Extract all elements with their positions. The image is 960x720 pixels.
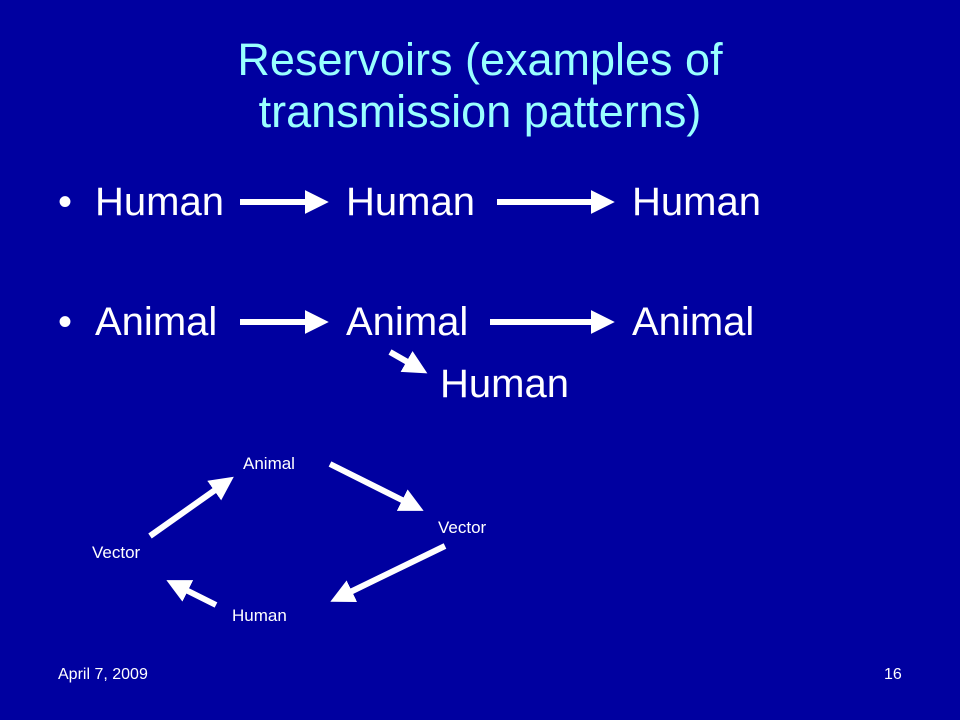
cycle-label-top: Animal — [243, 454, 295, 473]
arrow-diagonal-icon — [166, 580, 218, 608]
row2-branch-word: Human — [440, 362, 569, 406]
slide-title-line-1: Reservoirs (examples of — [237, 34, 723, 85]
arrow-diagonal-icon — [388, 349, 428, 374]
row1-word-3: Human — [632, 180, 761, 224]
cycle-label-right: Vector — [438, 518, 487, 537]
arrow-diagonal-icon — [330, 543, 447, 603]
bullet-1: • — [58, 180, 73, 224]
cycle-label-left: Vector — [92, 543, 141, 562]
footer-date: April 7, 2009 — [58, 666, 148, 683]
slide-title-line-2: transmission patterns) — [258, 86, 702, 137]
cycle-label-bottom: Human — [232, 606, 287, 625]
page-number: 16 — [884, 666, 902, 683]
row2-word-1: Animal — [95, 300, 218, 344]
row1-word-2: Human — [346, 180, 475, 224]
row2-word-2: Animal — [346, 300, 469, 344]
row2-word-3: Animal — [632, 300, 755, 344]
row1-word-1: Human — [95, 180, 224, 224]
arrow-diagonal-icon — [328, 461, 424, 511]
arrow-diagonal-icon — [148, 476, 234, 539]
bullet-2: • — [58, 300, 73, 344]
slide-title: Reservoirs (examples of transmission pat… — [0, 34, 960, 138]
